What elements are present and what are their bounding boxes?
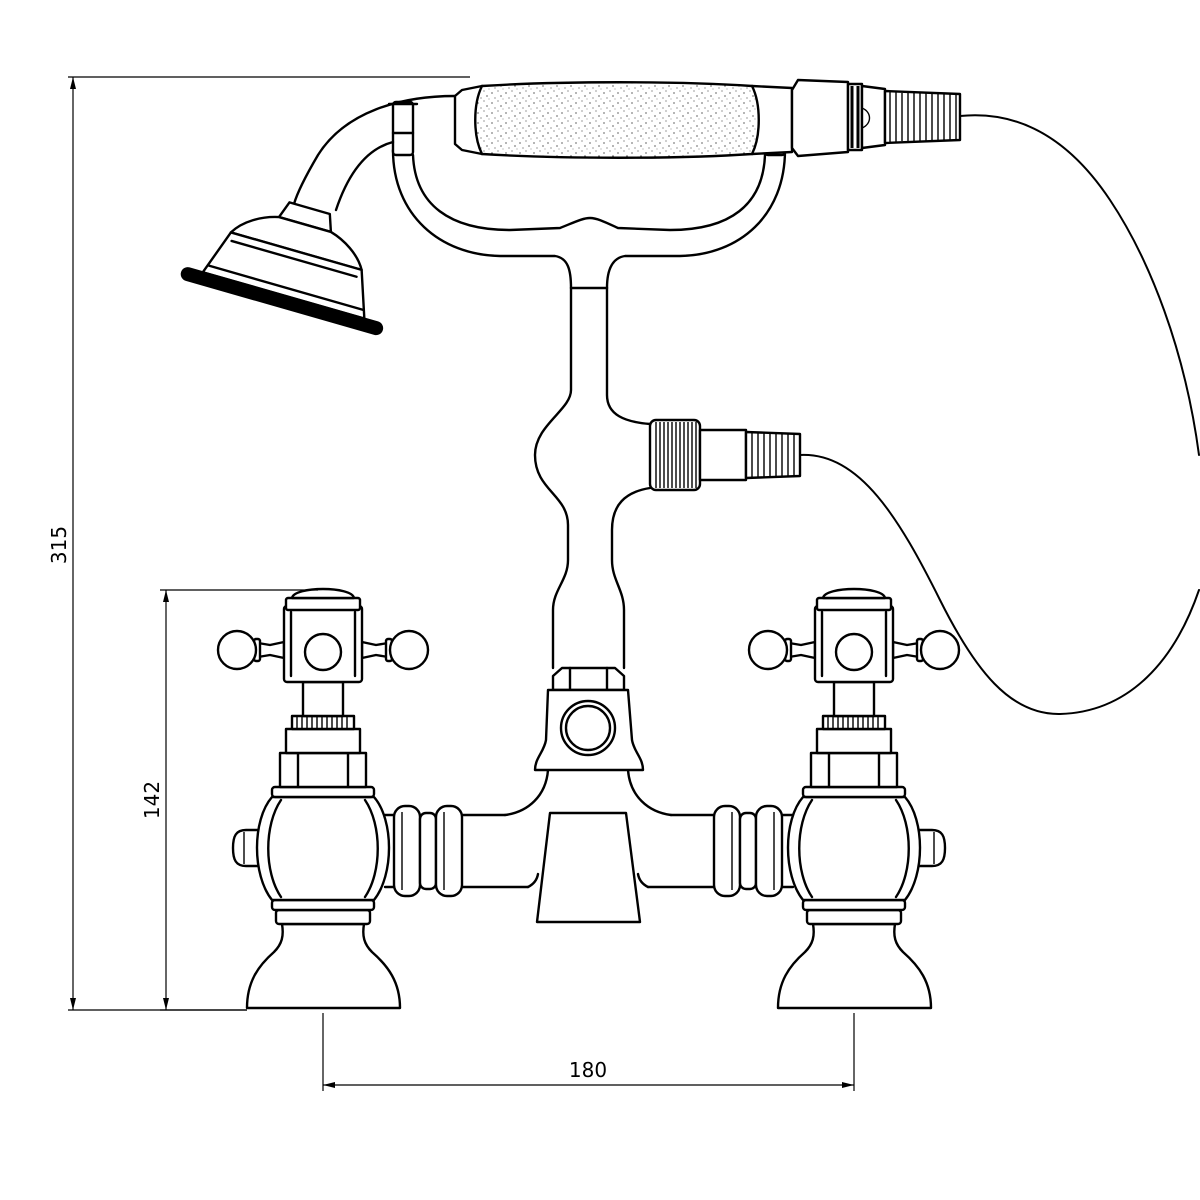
- body-ring: [434, 804, 464, 898]
- right-valve-side-stub: [914, 828, 947, 868]
- valve-ball-contours: [798, 798, 910, 899]
- cradle-outer-outline: [391, 148, 787, 290]
- right-valve: [747, 587, 961, 1010]
- valve-ball-body: [786, 795, 922, 902]
- handle-sealing-band: [846, 82, 864, 152]
- valve-ball-body: [255, 795, 391, 902]
- valve-base: [776, 922, 933, 1010]
- valve-handle-top-band: [815, 596, 893, 612]
- handle-sealing-band-stripes: [850, 86, 860, 148]
- handle-hose-thread-ribs: [889, 92, 957, 142]
- shower-head-bands: [207, 239, 364, 311]
- handset-arm-outer: [292, 94, 457, 206]
- hose-outlet-thread-ribs: [751, 433, 795, 477]
- handle-hose-connector: [790, 78, 850, 158]
- handle-hose-nut: [860, 84, 887, 150]
- valve-indicator-disc: [303, 632, 343, 672]
- dimension-valve-height: 142: [140, 589, 318, 1011]
- valve-handle-top-band: [284, 596, 362, 612]
- valve-handle-right-arm: [891, 640, 921, 660]
- handle-hose-thread: [883, 89, 962, 145]
- riser-right-edge: [605, 286, 652, 670]
- valve-handle-left-arm: [787, 640, 817, 660]
- valve-handle-head-panels: [820, 610, 888, 678]
- shower-head-rubber-rim: [180, 267, 384, 336]
- riser-left-edge: [533, 286, 573, 670]
- valve-knurled-band-ribs: [296, 716, 348, 729]
- bath-spout: [535, 811, 642, 924]
- valve-handle-left-arm: [256, 640, 286, 660]
- valve-hex-nut-faces: [296, 751, 350, 789]
- valve-handle-left-knob: [747, 629, 789, 671]
- valve-ball-contours: [267, 798, 379, 899]
- dimension-extension-lines: [160, 589, 318, 1011]
- body-ring: [418, 811, 438, 891]
- valve-upper-ring: [270, 785, 376, 799]
- body-rings-right: [712, 804, 784, 898]
- handle-ceramic-grip: [474, 81, 760, 159]
- body-hub-fill: [505, 770, 671, 815]
- diverter-block: [533, 666, 645, 772]
- hose-lower-segment: [799, 453, 1200, 716]
- riser-pipe: [533, 286, 652, 670]
- body-spout-shoulders: [526, 872, 650, 889]
- valve-stem: [832, 680, 876, 718]
- dimension-extension-lines: [322, 1013, 855, 1091]
- valve-hex-nut: [809, 751, 899, 789]
- body-ring: [738, 811, 758, 891]
- handle-hose-nut-notch: [861, 107, 871, 129]
- diverter-top-nut-faces: [568, 666, 609, 692]
- diverter-top-nut: [551, 666, 626, 692]
- left-valve-side-stub: [231, 828, 264, 868]
- shower-hose: [799, 114, 1200, 716]
- body-ring: [712, 804, 742, 898]
- valve-collar: [284, 727, 362, 755]
- cradle-left-prong: [391, 100, 415, 157]
- shower-head: [180, 201, 384, 336]
- hose-outlet: [648, 418, 802, 492]
- valve-upper-ring: [801, 785, 907, 799]
- body-ring: [754, 804, 784, 898]
- valve-lower-ring: [270, 898, 376, 912]
- valve-handle-left-knob: [216, 629, 258, 671]
- dimension-valve-spacing: 180: [322, 1013, 855, 1091]
- valve-handle-right-knob: [388, 629, 430, 671]
- handset-handle: [453, 78, 962, 159]
- valve-lower-ring: [274, 908, 372, 926]
- hose-outlet-fitting: [698, 428, 748, 482]
- body-ring: [392, 804, 422, 898]
- body-hub-outline: [503, 768, 673, 817]
- valve-hex-nut: [278, 751, 368, 789]
- diverter-knob: [559, 699, 617, 757]
- valve-base: [245, 922, 402, 1010]
- hose-upper-segment: [959, 114, 1200, 456]
- valve-handle-right-arm: [360, 640, 390, 660]
- body-ring-highlights: [401, 812, 445, 890]
- valve-handle-dome: [821, 587, 887, 600]
- dimension-label-valve-spacing: 180: [569, 1058, 607, 1082]
- hose-outlet-thread: [744, 430, 802, 480]
- valve-hex-nut-faces: [827, 751, 881, 789]
- valve-handle-head-panels: [289, 610, 357, 678]
- cradle-inner-outline: [411, 153, 767, 232]
- valve-lower-ring: [805, 908, 903, 926]
- handset-arm-inner: [334, 140, 395, 212]
- body-rings-left: [392, 804, 464, 898]
- body-ring-highlights: [731, 812, 775, 890]
- diverter-knob-inner: [564, 704, 612, 752]
- dimension-label-overall-height: 315: [47, 526, 71, 564]
- valve-lower-ring: [801, 898, 907, 912]
- valve-handle-dome: [290, 587, 356, 600]
- valve-handle-right-knob: [919, 629, 961, 671]
- dimension-label-valve-height: 142: [140, 781, 164, 819]
- valve-knurled-band-ribs: [827, 716, 879, 729]
- handset-arm: [292, 94, 457, 212]
- valve-indicator-disc: [834, 632, 874, 672]
- left-valve: [216, 587, 430, 1010]
- valve-collar: [815, 727, 893, 755]
- valve-stem: [301, 680, 345, 718]
- hose-outlet-nut-knurling: [655, 422, 697, 488]
